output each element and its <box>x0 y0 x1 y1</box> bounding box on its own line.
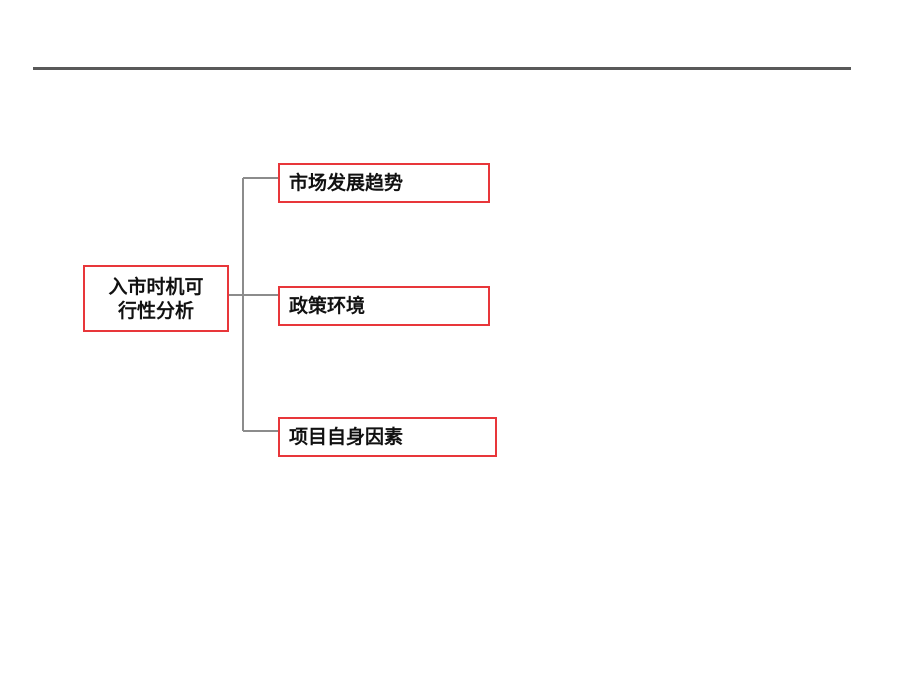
top-divider <box>33 67 851 70</box>
branch-label: 市场发展趋势 <box>289 172 404 194</box>
branch-node-market-trend: 市场发展趋势 <box>278 163 490 203</box>
root-label-line1: 入市时机可 <box>108 275 204 298</box>
root-label-line2: 行性分析 <box>117 299 194 322</box>
branch-node-policy: 政策环境 <box>278 286 490 326</box>
branch-label: 政策环境 <box>289 295 366 317</box>
branch-node-project-factors: 项目自身因素 <box>278 417 497 457</box>
branch-label: 项目自身因素 <box>289 426 404 448</box>
root-node: 入市时机可 行性分析 <box>83 265 229 332</box>
